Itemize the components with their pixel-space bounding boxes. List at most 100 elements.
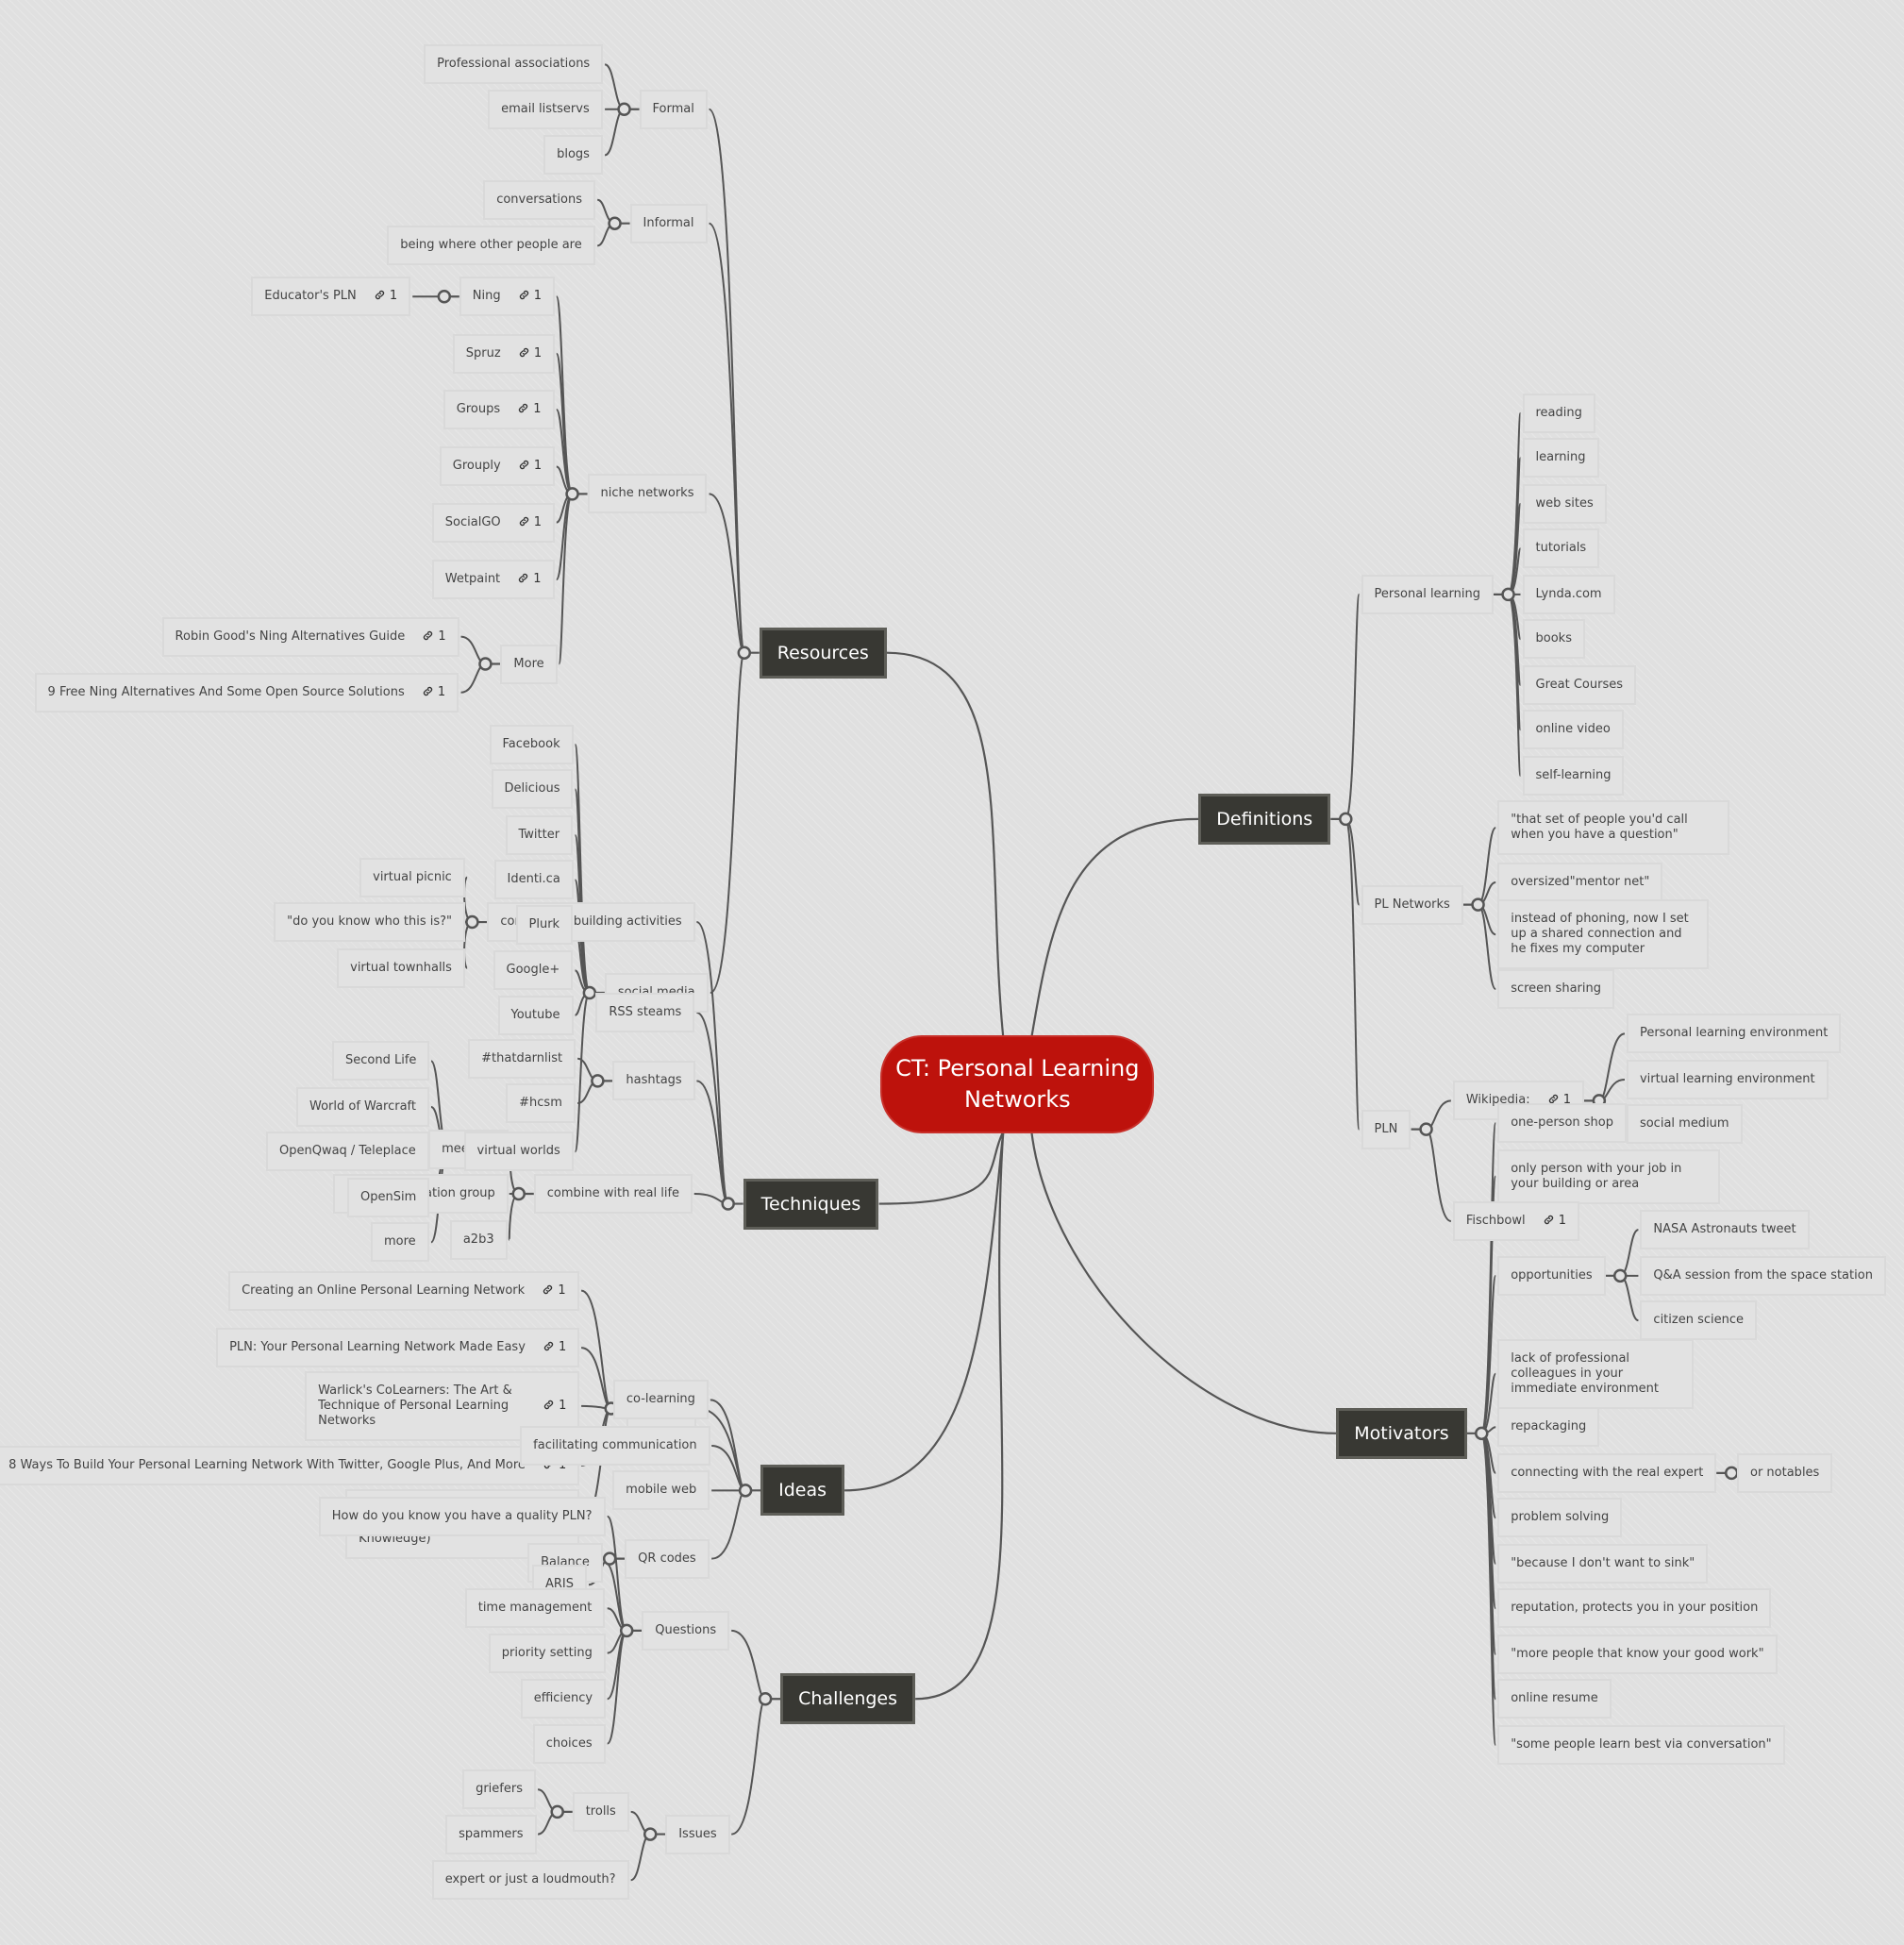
topic-gplus[interactable]: Google+ — [493, 950, 574, 991]
topic-dyk[interactable]: "do you know who this is?" — [274, 902, 466, 943]
topic-c1[interactable]: Creating an Online Personal Learning Net… — [228, 1270, 579, 1311]
topic-notables[interactable]: or notables — [1737, 1452, 1833, 1493]
topic-cwre[interactable]: connecting with the real expert — [1497, 1452, 1717, 1493]
topic-niche[interactable]: niche networks — [587, 474, 708, 514]
topic-tm[interactable]: time management — [464, 1588, 606, 1629]
hyperlink-icon[interactable]: 1 — [542, 1283, 566, 1298]
topic-q3[interactable]: instead of phoning, now I set up a share… — [1497, 899, 1710, 970]
topic-grouply[interactable]: Grouply 1 — [439, 446, 556, 487]
topic-opp[interactable]: opportunities — [1497, 1255, 1606, 1296]
hyperlink-icon[interactable]: 1 — [422, 629, 446, 644]
topic-r7[interactable]: Great Courses — [1522, 664, 1636, 705]
topic-edpln[interactable]: Educator's PLN 1 — [251, 277, 411, 317]
main-topic-motivators[interactable]: Motivators — [1336, 1407, 1467, 1459]
topic-trolls[interactable]: trolls — [572, 1791, 629, 1832]
root-topic[interactable]: CT: Personal Learning Networks — [880, 1035, 1155, 1134]
topic-colearn[interactable]: co-learning — [612, 1380, 709, 1420]
topic-pa[interactable]: Professional associations — [424, 44, 604, 85]
topic-ps[interactable]: priority setting — [488, 1633, 606, 1673]
topic-socialgo[interactable]: SocialGO 1 — [431, 502, 556, 543]
hyperlink-icon[interactable]: 1 — [543, 1340, 566, 1354]
topic-fb[interactable]: Facebook — [489, 725, 574, 764]
topic-tdl[interactable]: #thatdarnlist — [468, 1038, 576, 1079]
main-topic-challenges[interactable]: Challenges — [780, 1673, 916, 1725]
main-topic-resources[interactable]: Resources — [759, 627, 887, 679]
topic-sink[interactable]: "because I don't want to sink" — [1497, 1543, 1709, 1584]
topic-tw[interactable]: Twitter — [505, 814, 574, 855]
hyperlink-icon[interactable]: 1 — [374, 289, 397, 303]
topic-rss[interactable]: RSS steams — [595, 993, 695, 1033]
topic-yt[interactable]: Youtube — [497, 995, 574, 1035]
topic-pl[interactable]: Personal learning — [1361, 574, 1494, 614]
topic-r5[interactable]: Lynda.com — [1522, 574, 1615, 614]
topic-more1[interactable]: More — [500, 644, 558, 684]
topic-spam[interactable]: spammers — [445, 1814, 537, 1854]
topic-r9[interactable]: self-learning — [1522, 755, 1625, 796]
topic-hdk[interactable]: How do you know you have a quality PLN? — [318, 1496, 606, 1536]
topic-r2[interactable]: learning — [1522, 438, 1599, 478]
topic-pln[interactable]: PLN — [1361, 1109, 1411, 1149]
topic-cbrl[interactable]: combine with real life — [533, 1174, 693, 1215]
topic-vworlds[interactable]: virtual worlds — [463, 1132, 574, 1172]
topic-hashtags[interactable]: hashtags — [612, 1061, 695, 1101]
topic-lack[interactable]: lack of professional colleagues in your … — [1497, 1338, 1695, 1409]
topic-r4[interactable]: tutorials — [1522, 528, 1600, 569]
hyperlink-icon[interactable]: 1 — [1547, 1093, 1571, 1107]
topic-blogs[interactable]: blogs — [543, 135, 603, 176]
topic-w3[interactable]: social medium — [1626, 1104, 1743, 1145]
topic-expert[interactable]: expert or just a loudmouth? — [431, 1860, 629, 1901]
topic-grief[interactable]: griefers — [462, 1769, 536, 1810]
topic-qa[interactable]: Q&A session from the space station — [1640, 1255, 1886, 1296]
topic-more3[interactable]: "more people that know your good work" — [1497, 1634, 1778, 1674]
topic-q4[interactable]: screen sharing — [1497, 969, 1614, 1010]
topic-conv2[interactable]: "some people learn best via conversation… — [1497, 1724, 1785, 1765]
topic-w1[interactable]: Personal learning environment — [1626, 1014, 1842, 1054]
topic-spruz[interactable]: Spruz 1 — [452, 333, 556, 374]
topic-fc[interactable]: facilitating communication — [520, 1425, 710, 1466]
topic-pln_net[interactable]: PL Networks — [1361, 884, 1463, 925]
topic-oq[interactable]: OpenQwaq / Teleplace — [265, 1132, 429, 1172]
topic-formal[interactable]: Formal — [639, 89, 708, 129]
topic-wetpaint[interactable]: Wetpaint 1 — [431, 560, 555, 600]
topic-ch[interactable]: choices — [532, 1723, 606, 1764]
topic-rep[interactable]: repackaging — [1497, 1407, 1600, 1448]
main-topic-ideas[interactable]: Ideas — [760, 1465, 844, 1517]
topic-opj[interactable]: only person with your job in your buildi… — [1497, 1149, 1721, 1204]
topic-issues[interactable]: Issues — [665, 1814, 730, 1854]
topic-qr[interactable]: QR codes — [625, 1538, 710, 1579]
topic-opensim[interactable]: OpenSim — [346, 1177, 430, 1217]
hyperlink-icon[interactable]: 1 — [518, 346, 542, 360]
topic-repu[interactable]: reputation, protects you in your positio… — [1497, 1588, 1772, 1629]
topic-more2[interactable]: more — [370, 1222, 429, 1263]
topic-probs[interactable]: problem solving — [1497, 1498, 1623, 1538]
topic-eff[interactable]: efficiency — [520, 1679, 607, 1719]
topic-groups[interactable]: Groups 1 — [443, 389, 555, 429]
main-topic-definitions[interactable]: Definitions — [1198, 793, 1331, 845]
topic-r6[interactable]: books — [1522, 619, 1585, 660]
topic-robin[interactable]: Robin Good's Ning Alternatives Guide 1 — [161, 616, 459, 657]
topic-cs[interactable]: citizen science — [1640, 1300, 1757, 1341]
hyperlink-icon[interactable]: 1 — [517, 572, 542, 586]
hyperlink-icon[interactable]: 1 — [518, 515, 542, 529]
topic-informal[interactable]: Informal — [629, 203, 708, 243]
topic-nasa[interactable]: NASA Astronauts tweet — [1640, 1210, 1810, 1250]
topic-conv[interactable]: conversations — [483, 179, 595, 220]
topic-questions[interactable]: Questions — [642, 1610, 730, 1651]
topic-q2[interactable]: oversized"mentor net" — [1497, 862, 1663, 902]
topic-hcsm[interactable]: #hcsm — [506, 1083, 576, 1124]
topic-r1[interactable]: reading — [1522, 393, 1595, 433]
topic-c4[interactable]: 8 Ways To Build Your Personal Learning N… — [0, 1446, 580, 1485]
topic-ident[interactable]: Identi.ca — [493, 860, 574, 900]
topic-sl[interactable]: Second Life — [331, 1041, 430, 1081]
main-topic-techniques[interactable]: Techniques — [743, 1178, 879, 1230]
topic-a2b3[interactable]: a2b3 — [449, 1219, 508, 1260]
topic-el[interactable]: email listservs — [488, 89, 603, 129]
topic-q1[interactable]: "that set of people you'd call when you … — [1497, 800, 1730, 856]
topic-nine[interactable]: 9 Free Ning Alternatives And Some Open S… — [34, 672, 459, 713]
topic-plurk[interactable]: Plurk — [515, 904, 574, 945]
hyperlink-icon[interactable]: 1 — [518, 289, 542, 303]
topic-ning[interactable]: Ning 1 — [459, 277, 556, 317]
hyperlink-icon[interactable]: 1 — [422, 685, 445, 699]
topic-vp[interactable]: virtual picnic — [359, 857, 465, 897]
